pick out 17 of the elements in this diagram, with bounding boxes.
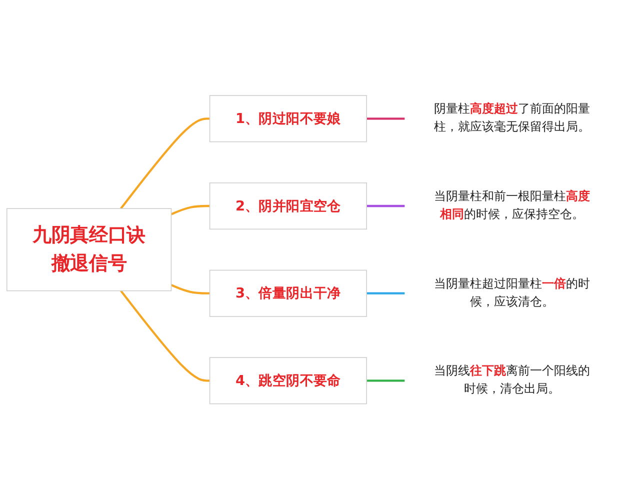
node-box: 4、跳空阴不要命	[209, 357, 367, 405]
node-text: 当阴量柱超过阳量柱一倍的时候，应该清仓。	[434, 277, 590, 310]
node-text: 当阴线往下跳离前一个阳线的时候，清仓出局。	[434, 364, 590, 396]
connector	[366, 118, 406, 120]
connector	[366, 292, 406, 295]
node-box: 九阴真经口诀 撤退信号	[6, 208, 172, 292]
connector	[170, 205, 210, 216]
connector	[120, 290, 210, 382]
node-box: 2、阴并阳宜空仓	[209, 182, 367, 230]
node-box: 3、倍量阴出干净	[209, 270, 367, 318]
connector	[120, 118, 210, 210]
connector	[170, 284, 210, 295]
node-box: 1、阴过阳不要娘	[209, 95, 367, 143]
connector	[366, 380, 406, 382]
node-text: 阴量柱高度超过了前面的阳量柱，就应该毫无保留得出局。	[434, 102, 590, 134]
node-text: 当阴量柱和前一根阳量柱高度相同的时候，应保持空仓。	[434, 190, 590, 222]
connector	[366, 205, 406, 208]
